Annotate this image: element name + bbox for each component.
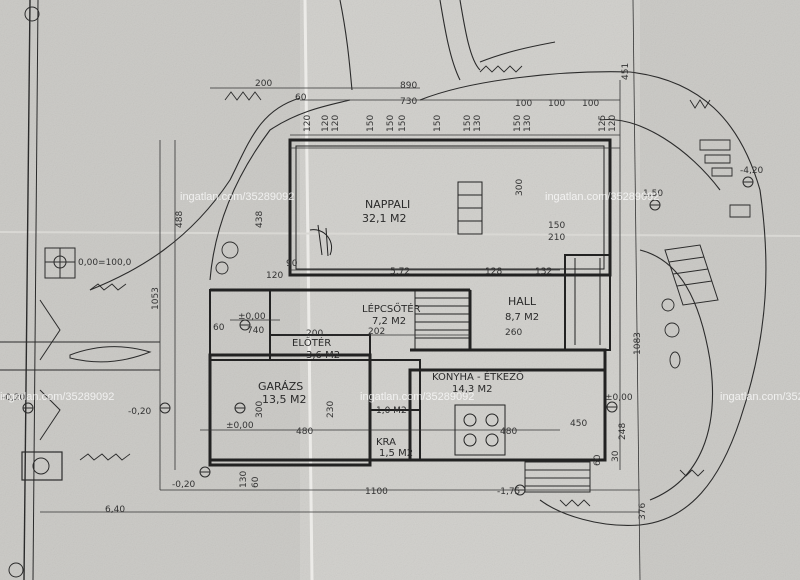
level-label: ±0,00 — [238, 312, 266, 322]
dimension-label: 438 — [255, 211, 265, 228]
dimension-label: 150 — [366, 115, 376, 132]
dimension-label: 150 — [433, 115, 443, 132]
dimension-label: 451 — [621, 63, 631, 80]
level-labels: ±0,00 ±0,00 ±0,00 -0,20 -0,20 -0,20 -1,7… — [2, 166, 764, 497]
room-area-konyha: 14,3 M2 — [452, 384, 492, 395]
dimension-label: 450 — [570, 419, 587, 429]
room-area-eloter: 3,6 M2 — [306, 350, 340, 361]
room-name-garazs: GARÁZS — [258, 380, 303, 393]
dimension-label: 480 — [500, 427, 517, 437]
dimension-label: 890 — [400, 81, 417, 91]
room-name-lepcsoter: LÉPCSŐTÉR — [362, 301, 421, 315]
dimension-label: 150 — [513, 115, 523, 132]
dimension-label: 150 — [398, 115, 408, 132]
level-label: ±0,00 — [226, 421, 254, 431]
room-area-wc: 1,5 M2 — [379, 448, 413, 459]
dimension-label: 100 — [515, 99, 532, 109]
interior-stairs — [309, 181, 483, 351]
site-boundary — [0, 0, 160, 580]
room-area-kamra: 1,0 M2 — [376, 406, 407, 416]
dimension-label: 60 — [213, 323, 225, 333]
dimension-label: 120 — [608, 115, 618, 132]
watermark-text: ingatlan.com/35289092 — [545, 191, 659, 203]
room-area-nappali: 32,1 M2 — [362, 212, 406, 225]
dimension-label: 200 — [306, 329, 323, 339]
dimension-label: 60 — [593, 454, 603, 466]
fold-line — [0, 231, 800, 237]
room-name-wc: KRA — [376, 437, 396, 448]
dimension-label: 6,40 — [105, 505, 125, 515]
dimension-label: 100 — [548, 99, 565, 109]
dimension-label: 132 — [535, 267, 552, 277]
level-label: 0,00=100,0 — [78, 258, 132, 268]
level-label: -0,20 — [172, 480, 196, 490]
dimension-label: 60 — [251, 476, 261, 488]
room-labels: NAPPALI 32,1 M2 LÉPCSŐTÉR 7,2 M2 HALL 8,… — [258, 198, 539, 459]
dimension-label: 202 — [368, 327, 385, 337]
dimension-label: 60 — [295, 93, 307, 103]
dimension-label: 90 — [286, 259, 298, 269]
dimension-label: 230 — [326, 401, 336, 418]
garden-outline — [89, 0, 767, 526]
level-markers — [22, 176, 754, 496]
dimension-label: 150 — [548, 221, 565, 231]
dimension-labels: 200 60 890 730 451 100 100 100 150 120 1… — [105, 63, 648, 520]
dimension-label: 150 — [386, 115, 396, 132]
room-name-nappali: NAPPALI — [365, 198, 410, 211]
dimension-label: 740 — [247, 326, 264, 336]
vegetation — [79, 65, 751, 507]
dimension-label: 128 — [485, 267, 502, 277]
dimension-label: 248 — [618, 423, 628, 440]
level-label: 1,50 — [643, 189, 663, 199]
dimension-label: 130 — [523, 115, 533, 132]
dimension-label: 150 — [463, 115, 473, 132]
dimension-label: 1100 — [365, 487, 388, 497]
watermark-text: ingatlan.com/35289092 — [180, 191, 294, 203]
level-label: -0,20 — [2, 393, 26, 403]
dimension-label: 210 — [548, 233, 565, 243]
dimension-label: 120 — [321, 115, 331, 132]
watermark-text: ingatlan.com/35289092 — [0, 391, 114, 403]
dimension-label: 100 — [582, 99, 599, 109]
dimension-label: 480 — [296, 427, 313, 437]
exterior-stairs — [524, 244, 719, 493]
watermark-text: ingatlan.com/35289092 — [360, 391, 474, 403]
dimension-label: 730 — [400, 97, 417, 107]
level-label: -4,20 — [740, 166, 764, 176]
dimension-label: 300 — [255, 401, 265, 418]
room-area-hall: 8,7 M2 — [505, 312, 539, 323]
watermarks: ingatlan.com/35289092 ingatlan.com/35289… — [0, 191, 800, 403]
dimension-label: 30 — [611, 450, 621, 462]
level-label: -1,75 — [497, 487, 520, 497]
level-label: ±0,00 — [605, 393, 633, 403]
room-name-eloter: ELŐTÉR — [292, 335, 331, 349]
room-name-hall: HALL — [508, 295, 537, 308]
dimension-label: 1053 — [151, 287, 161, 310]
watermark-text: ingatlan.com/35289092 — [720, 391, 800, 403]
dimension-label: 130 — [239, 471, 249, 488]
dimension-label: 120 — [331, 115, 341, 132]
room-area-garazs: 13,5 M2 — [262, 393, 306, 406]
dimension-label: 200 — [255, 79, 272, 89]
room-name-konyha: KONYHA - ÉTKEZŐ — [432, 369, 524, 383]
dimension-label: 1083 — [633, 332, 643, 355]
building-walls — [208, 138, 612, 467]
dimension-lines — [40, 0, 641, 580]
dimension-label: 488 — [175, 211, 185, 228]
dimension-label: 130 — [473, 115, 483, 132]
dimension-label: 300 — [515, 179, 525, 196]
dimension-label: 376 — [638, 503, 648, 520]
dimension-label: 5,72 — [390, 267, 410, 277]
dimension-label: 260 — [505, 328, 522, 338]
dimension-label: 120 — [266, 271, 283, 281]
kitchen-fixtures — [454, 404, 506, 456]
room-area-lepcsoter: 7,2 M2 — [372, 316, 406, 327]
level-label: -0,20 — [128, 407, 152, 417]
dimension-label: 125 — [598, 115, 608, 132]
dimension-label: 120 — [303, 115, 313, 132]
